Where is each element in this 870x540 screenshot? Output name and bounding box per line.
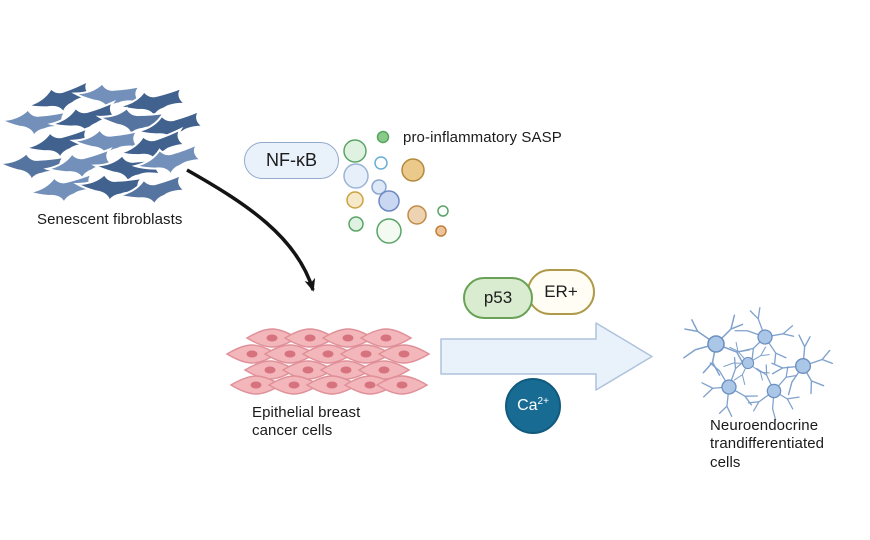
epithelial-breast-cancer-cells-label: Epithelial breast cancer cells <box>252 404 361 440</box>
calcium-charge: 2+ <box>537 396 549 407</box>
p53-badge: p53 <box>463 277 533 319</box>
fibroblast-cluster-illustration <box>0 78 206 210</box>
epithelial-cell-cluster-illustration <box>226 328 430 395</box>
sasp-particles-illustration <box>343 130 449 244</box>
neuron-cluster-illustration <box>683 299 846 426</box>
er-positive-badge: ER+ <box>527 269 595 315</box>
nfkb-badge: NF-κB <box>244 142 339 179</box>
senescent-fibroblasts-label: Senescent fibroblasts <box>37 211 183 228</box>
curved-arrow <box>186 168 316 292</box>
neuroendocrine-cells-label: Neuroendocrine trandifferentiated cells <box>710 417 825 471</box>
transition-arrow <box>440 322 653 391</box>
calcium-symbol: Ca <box>517 397 538 414</box>
pro-inflammatory-sasp-label: pro-inflammatory SASP <box>403 129 562 146</box>
